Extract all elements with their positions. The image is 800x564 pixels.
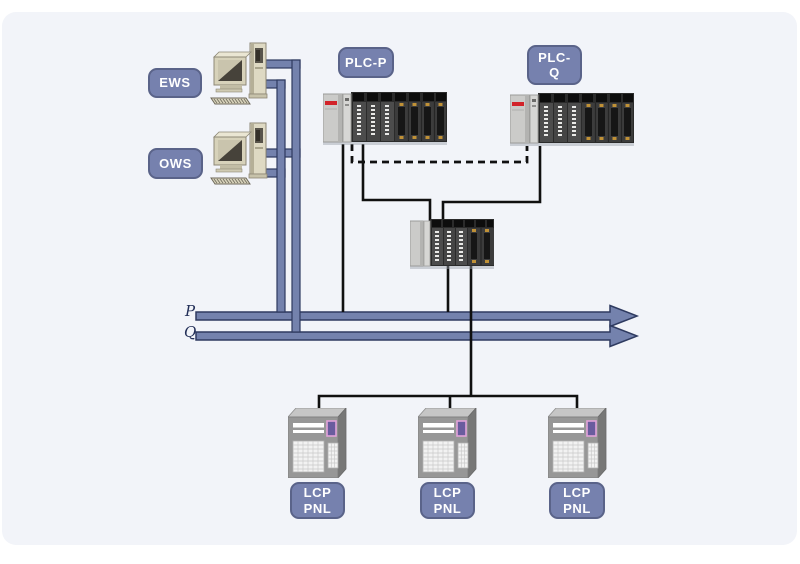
lcp-panel-3-label-line1: LCP (563, 485, 591, 501)
plc-p-to-io-rack-line (361, 144, 432, 221)
lcp-panel-2-label-line2: PNL (433, 500, 462, 516)
lcp-panel-1-label-line1: LCP (303, 485, 332, 501)
plc-q-to-io-rack-line (441, 146, 542, 221)
bus-p-label: P (185, 302, 196, 320)
lcp-panel-3-icon (548, 408, 607, 478)
plc-signal-lines (317, 144, 579, 410)
bus-p-arrow (195, 304, 640, 328)
plc-q-label-line1: PLC- (538, 49, 571, 65)
plc-q-label-line2: Q (549, 65, 560, 80)
lcp-panel-3-label-line2: PNL (563, 500, 591, 516)
lcp-panel-2-icon (418, 408, 477, 478)
bus-q-arrow (195, 324, 640, 348)
bus-q-label: Q (184, 323, 197, 341)
remote-io-rack-icon (410, 219, 494, 269)
lcp-panel-3-label-badge: LCP PNL (549, 482, 605, 519)
ews-label-text: EWS (159, 75, 191, 91)
plc-p-label-badge: PLC-P (338, 47, 394, 78)
plc-p-q-crosslink-dashed (350, 144, 529, 164)
ows-workstation-icon (210, 122, 268, 185)
ows-label-text: OWS (159, 155, 192, 171)
ows-label-badge: OWS (148, 148, 203, 179)
network-buses (195, 304, 640, 348)
lcp-trunk-line (317, 394, 579, 410)
plc-p-rack-icon (323, 92, 447, 146)
lcp-panel-2-label-line1: LCP (433, 485, 462, 501)
plc-p-label-text: PLC-P (345, 54, 387, 70)
lcp-panel-1-label-line2: PNL (303, 500, 332, 516)
ews-workstation-icon (210, 42, 268, 105)
riser-to-p-bus (276, 79, 286, 313)
lcp-panel-2-label-badge: LCP PNL (420, 482, 475, 519)
plc-q-rack-icon (510, 93, 634, 147)
riser-to-q-bus (291, 59, 301, 333)
lcp-panel-1-icon (288, 408, 347, 478)
ews-label-badge: EWS (148, 68, 202, 98)
workstation-bus-risers (276, 59, 301, 333)
plc-q-label-badge: PLC- Q (527, 45, 582, 85)
lcp-panel-1-label-badge: LCP PNL (290, 482, 345, 519)
